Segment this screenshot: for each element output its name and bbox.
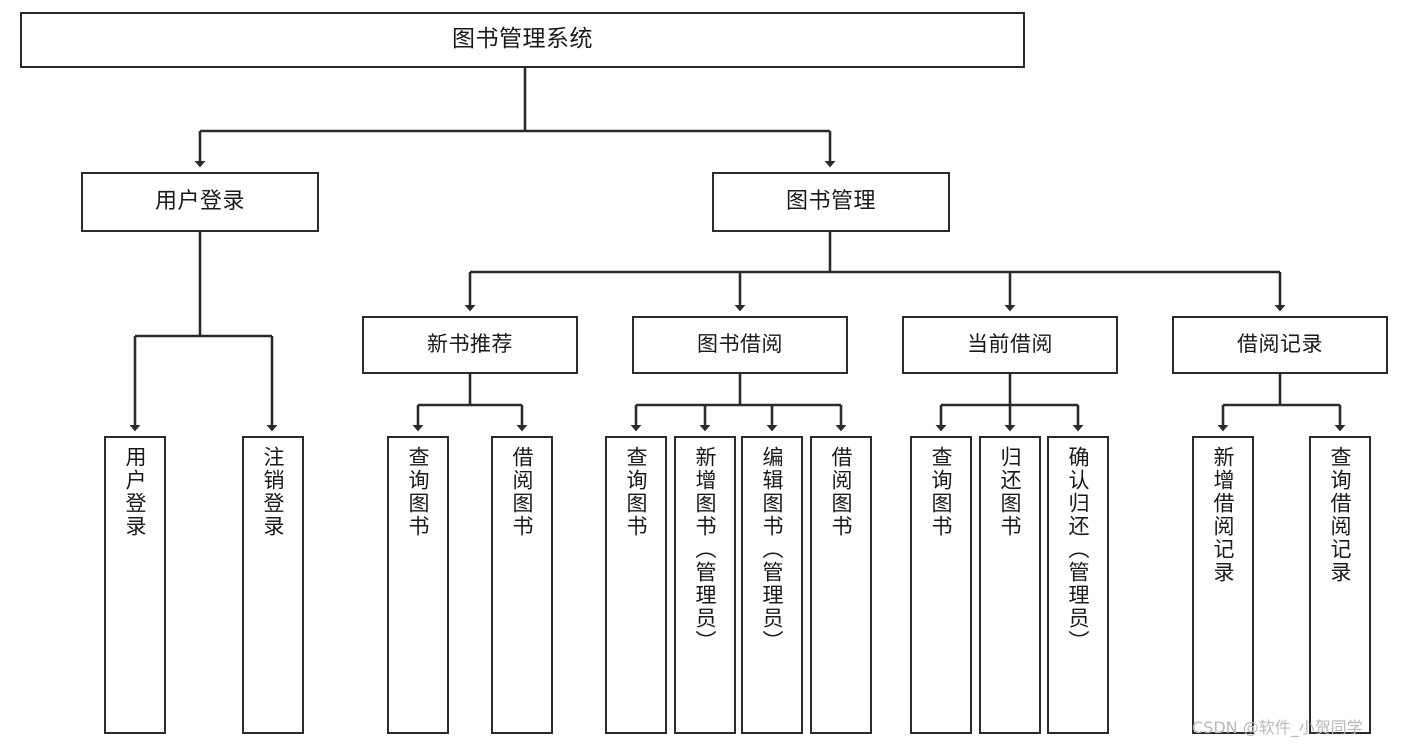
edges-bookmgmt-to-level2 (464, 232, 1286, 312)
edges-root-to-level1 (194, 68, 836, 168)
edges-borrow-to-leaves (630, 374, 847, 432)
node-label: 注销登录 (261, 446, 286, 538)
node-label: 新增图书（管理员） (693, 446, 718, 653)
leaf-query-book-recommend[interactable]: 查询图书 (387, 436, 449, 734)
node-borrow-record[interactable]: 借阅记录 (1172, 316, 1388, 374)
node-label: 借阅图书 (510, 446, 535, 538)
edges-newbook-to-leaves (412, 374, 528, 432)
node-label: 图书借阅 (697, 332, 783, 357)
node-label: 查询图书 (406, 446, 431, 538)
leaf-confirm-return-admin[interactable]: 确认归还（管理员） (1047, 436, 1109, 734)
leaf-user-login[interactable]: 用户登录 (104, 436, 166, 734)
leaf-borrow-book[interactable]: 借阅图书 (810, 436, 872, 734)
node-label: 借阅记录 (1237, 332, 1323, 357)
edges-current-to-leaves (935, 374, 1084, 432)
node-label: 查询图书 (929, 446, 954, 538)
node-label: 编辑图书（管理员） (760, 446, 785, 653)
node-label: 查询借阅记录 (1328, 446, 1353, 584)
leaf-query-borrow-record[interactable]: 查询借阅记录 (1309, 436, 1371, 734)
node-label: 图书管理 (785, 188, 876, 214)
node-label: 查询图书 (624, 446, 649, 538)
node-book-management[interactable]: 图书管理 (712, 172, 950, 232)
node-user-login[interactable]: 用户登录 (81, 172, 319, 232)
leaf-logout[interactable]: 注销登录 (242, 436, 304, 734)
node-root-system[interactable]: 图书管理系统 (20, 12, 1025, 68)
node-label: 用户登录 (154, 188, 245, 214)
leaf-query-book-current[interactable]: 查询图书 (910, 436, 972, 734)
edges-record-to-leaves (1217, 374, 1346, 432)
node-label: 新增借阅记录 (1211, 446, 1236, 584)
node-new-book-recommend[interactable]: 新书推荐 (362, 316, 578, 374)
node-label: 确认归还（管理员） (1066, 446, 1091, 653)
leaf-query-book-borrow[interactable]: 查询图书 (605, 436, 667, 734)
node-label: 用户登录 (123, 446, 148, 538)
node-label: 借阅图书 (829, 446, 854, 538)
node-book-borrow[interactable]: 图书借阅 (632, 316, 848, 374)
leaf-return-book[interactable]: 归还图书 (979, 436, 1041, 734)
edges-userlogin-to-leaves (129, 232, 278, 432)
leaf-add-borrow-record[interactable]: 新增借阅记录 (1192, 436, 1254, 734)
node-label: 新书推荐 (427, 332, 513, 357)
leaf-borrow-book-recommend[interactable]: 借阅图书 (491, 436, 553, 734)
leaf-add-book-admin[interactable]: 新增图书（管理员） (674, 436, 736, 734)
node-label: 归还图书 (998, 446, 1023, 538)
node-label: 图书管理系统 (452, 26, 593, 53)
node-label: 当前借阅 (967, 332, 1053, 357)
leaf-edit-book-admin[interactable]: 编辑图书（管理员） (741, 436, 803, 734)
node-current-borrow[interactable]: 当前借阅 (902, 316, 1118, 374)
